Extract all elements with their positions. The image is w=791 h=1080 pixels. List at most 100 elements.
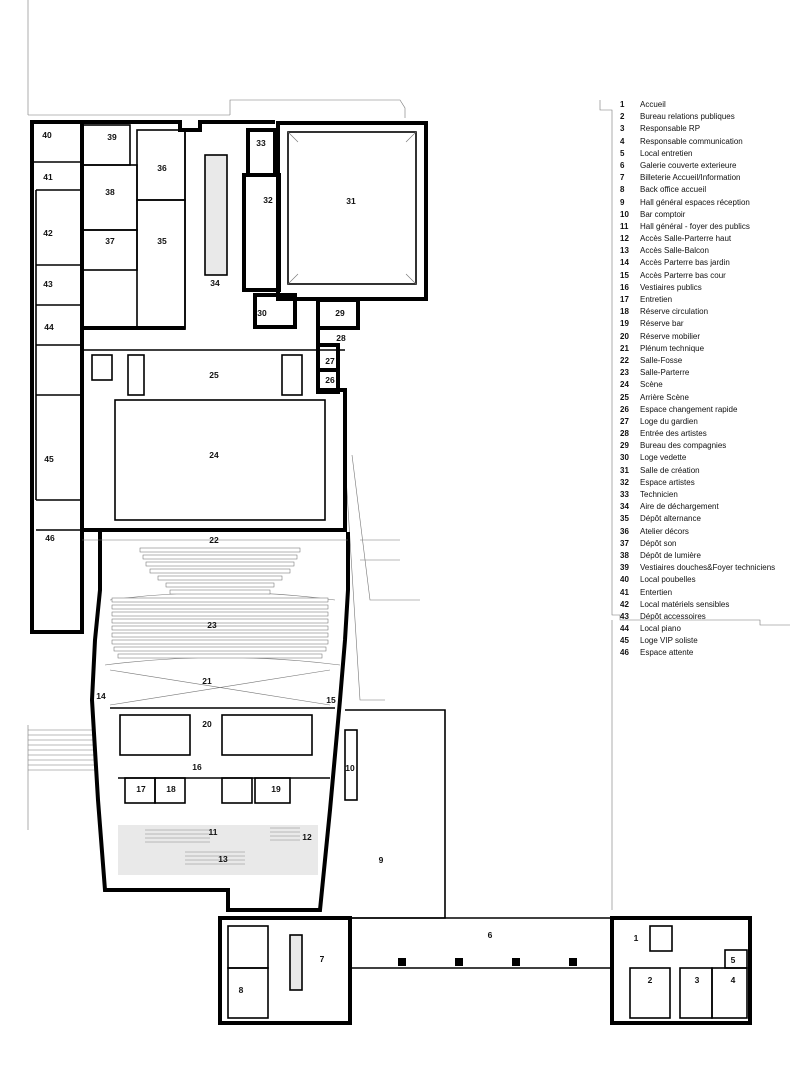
legend-number: 4 xyxy=(620,136,625,146)
stage-area xyxy=(80,330,347,532)
legend-number: 45 xyxy=(620,636,629,646)
room-label: 38 xyxy=(105,187,115,197)
legend-label: Hall général - foyer des publics xyxy=(640,221,750,231)
technical-block xyxy=(81,120,275,330)
legend-number: 38 xyxy=(620,550,629,560)
legend-number: 11 xyxy=(620,221,629,231)
legend-item: 20 Réserve mobilier xyxy=(620,331,791,343)
room-label: 41 xyxy=(43,172,53,182)
legend-number: 39 xyxy=(620,563,629,573)
room-label: 7 xyxy=(320,954,325,964)
legend-number: 33 xyxy=(620,490,629,499)
legend-number: 41 xyxy=(620,587,629,597)
room-label: 4 xyxy=(731,975,736,985)
legend-number: 32 xyxy=(620,477,629,487)
legend-label: Accès Salle-Parterre haut xyxy=(640,234,732,244)
legend-label: Bureau relations publiques xyxy=(640,112,735,122)
room-label: 26 xyxy=(325,375,335,385)
legend-label: Responsable RP xyxy=(640,124,701,134)
legend-number: 7 xyxy=(620,173,625,183)
room-label: 1 xyxy=(634,933,639,943)
legend-number: 19 xyxy=(620,319,629,329)
legend-label: Aire de déchargement xyxy=(640,502,719,512)
room-label: 8 xyxy=(239,985,244,995)
room-label: 5 xyxy=(731,955,736,965)
legend-number: 1 xyxy=(620,100,625,109)
room-label: 6 xyxy=(488,930,493,940)
room-label: 40 xyxy=(42,130,52,140)
legend-label: Loge VIP soliste xyxy=(640,636,698,646)
legend-item: 44 Local piano xyxy=(620,623,791,635)
legend-label: Plénum technique xyxy=(640,343,705,353)
legend-number: 13 xyxy=(620,246,629,256)
legend-number: 22 xyxy=(620,355,629,365)
legend-number: 25 xyxy=(620,392,629,402)
legend-label: Espace artistes xyxy=(640,477,695,487)
room-labels: 1 2 3 4 5 6 7 8 9 10 11 12 13 14 15 16 1… xyxy=(42,130,735,995)
room-label: 20 xyxy=(202,719,212,729)
legend-number: 5 xyxy=(620,148,625,158)
legend-label: Scène xyxy=(640,380,663,390)
room-label: 29 xyxy=(335,308,345,318)
legend-label: Accès Parterre bas cour xyxy=(640,270,726,280)
legend-number: 10 xyxy=(620,209,629,219)
legend-item: 6 Galerie couverte exterieure xyxy=(620,160,791,172)
legend-number: 44 xyxy=(620,624,629,634)
legend-label: Accueil xyxy=(640,100,666,109)
legend-number: 3 xyxy=(620,124,625,134)
room-label: 37 xyxy=(105,236,115,246)
legend-label: Dépôt son xyxy=(640,538,677,548)
room-label: 23 xyxy=(207,620,217,630)
room-label: 22 xyxy=(209,535,219,545)
legend-item: 4 Responsable communication xyxy=(620,136,791,148)
legend-number: 17 xyxy=(620,295,629,304)
room-label: 2 xyxy=(648,975,653,985)
room-label: 12 xyxy=(302,832,312,842)
legend-label: Espace changement rapide xyxy=(640,404,738,414)
legend-number: 43 xyxy=(620,611,629,621)
legend-number: 24 xyxy=(620,380,629,390)
room-label: 27 xyxy=(325,356,335,366)
room-label: 3 xyxy=(695,975,700,985)
legend-label: Accès Parterre bas jardin xyxy=(640,258,730,268)
legend-number: 36 xyxy=(620,526,629,536)
legend-number: 21 xyxy=(620,343,629,353)
legend-label: Local poubelles xyxy=(640,575,696,585)
legend-label: Bar comptoir xyxy=(640,209,686,219)
legend-number: 35 xyxy=(620,514,629,524)
legend-label: Billeterie Accueil/Information xyxy=(640,173,741,183)
legend-number: 8 xyxy=(620,185,625,195)
room-label: 24 xyxy=(209,450,219,460)
legend-label: Réserve circulation xyxy=(640,307,709,317)
room-label: 43 xyxy=(43,279,53,289)
legend-number: 6 xyxy=(620,160,625,170)
room-label: 39 xyxy=(107,132,117,142)
legend-label: Galerie couverte exterieure xyxy=(640,160,737,170)
legend-label: Réserve mobilier xyxy=(640,331,701,341)
legend-number: 20 xyxy=(620,331,629,341)
legend-label: Responsable communication xyxy=(640,136,743,146)
legend-label: Dépôt alternance xyxy=(640,514,701,524)
legend-item: 11 Hall général - foyer des publics xyxy=(620,221,791,233)
legend-label: Local piano xyxy=(640,624,681,634)
legend-label: Salle-Parterre xyxy=(640,368,690,378)
seating xyxy=(111,547,329,659)
legend-number: 9 xyxy=(620,197,625,207)
room-label: 16 xyxy=(192,762,202,772)
legend-item: 35 Dépôt alternance xyxy=(620,513,791,525)
